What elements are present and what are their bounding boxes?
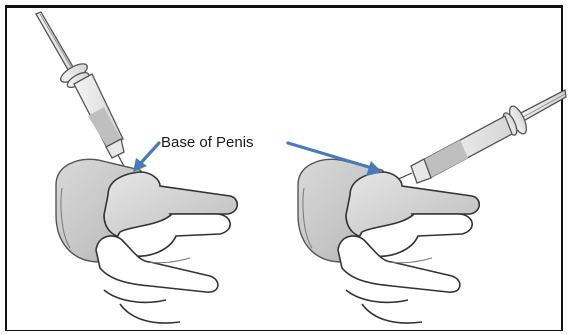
right-syringe xyxy=(396,90,566,183)
callout-arrow-left xyxy=(133,143,159,172)
left-hand xyxy=(96,172,237,323)
right-hand xyxy=(338,172,479,323)
callout-label: Base of Penis xyxy=(161,134,254,151)
right-panel xyxy=(298,90,566,323)
left-syringe xyxy=(36,12,126,170)
